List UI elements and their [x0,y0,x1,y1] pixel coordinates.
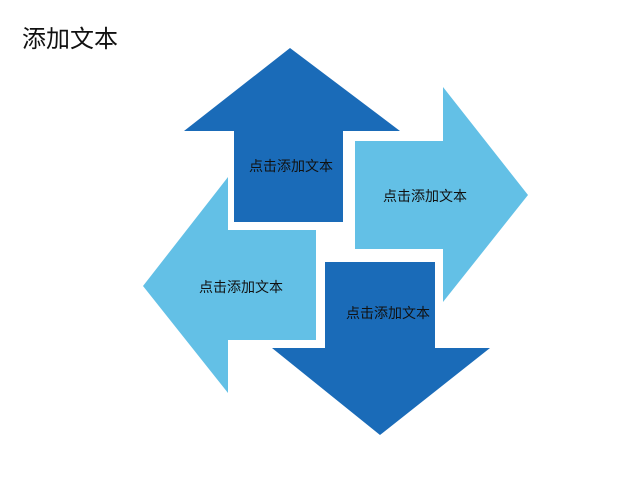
arrow-down-label: 点击添加文本 [346,306,430,322]
arrow-right-label: 点击添加文本 [383,189,467,205]
arrow-left: 点击添加文本 [143,177,316,393]
arrow-right: 点击添加文本 [355,87,528,302]
arrow-down: 点击添加文本 [272,262,490,435]
arrow-up-label: 点击添加文本 [249,159,333,175]
slide-title: 添加文本 [22,25,118,53]
arrow-right-shape [355,87,528,302]
arrow-left-label: 点击添加文本 [199,280,283,296]
arrow-left-shape [143,177,316,393]
arrow-down-shape [272,262,490,435]
arrow-up: 点击添加文本 [184,48,400,222]
arrow-up-shape [184,48,400,222]
